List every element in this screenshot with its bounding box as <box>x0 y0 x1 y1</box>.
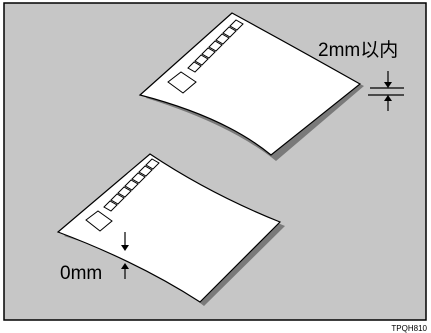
lower-postal-code-boxes <box>103 158 160 212</box>
postal-box <box>215 33 230 45</box>
postal-box <box>208 40 223 52</box>
lower-envelope-sheet <box>56 153 282 303</box>
upper-envelope <box>138 12 404 161</box>
postal-box <box>138 165 153 177</box>
postal-box <box>131 172 146 184</box>
figure-id: TPQH810 <box>391 324 427 333</box>
upper-curl-label: 2mm以内 <box>318 39 398 61</box>
postal-box <box>117 186 132 198</box>
lower-curl-gauge <box>121 232 129 279</box>
postal-box <box>222 26 237 38</box>
lower-stamp-box <box>85 210 113 232</box>
upper-stamp-box <box>167 71 197 94</box>
postal-box <box>145 158 160 170</box>
postal-box <box>229 19 244 31</box>
postal-box <box>201 47 216 59</box>
lower-envelope <box>56 153 285 306</box>
postal-box <box>124 179 139 191</box>
postal-box <box>187 61 202 73</box>
upper-envelope-sheet <box>138 12 362 156</box>
upper-postal-code-boxes <box>187 19 244 73</box>
upper-curl-gauge <box>368 71 404 111</box>
postal-box <box>110 193 125 205</box>
postal-box <box>194 54 209 66</box>
postal-box <box>103 200 118 212</box>
lower-curl-label: 0mm <box>60 263 102 284</box>
